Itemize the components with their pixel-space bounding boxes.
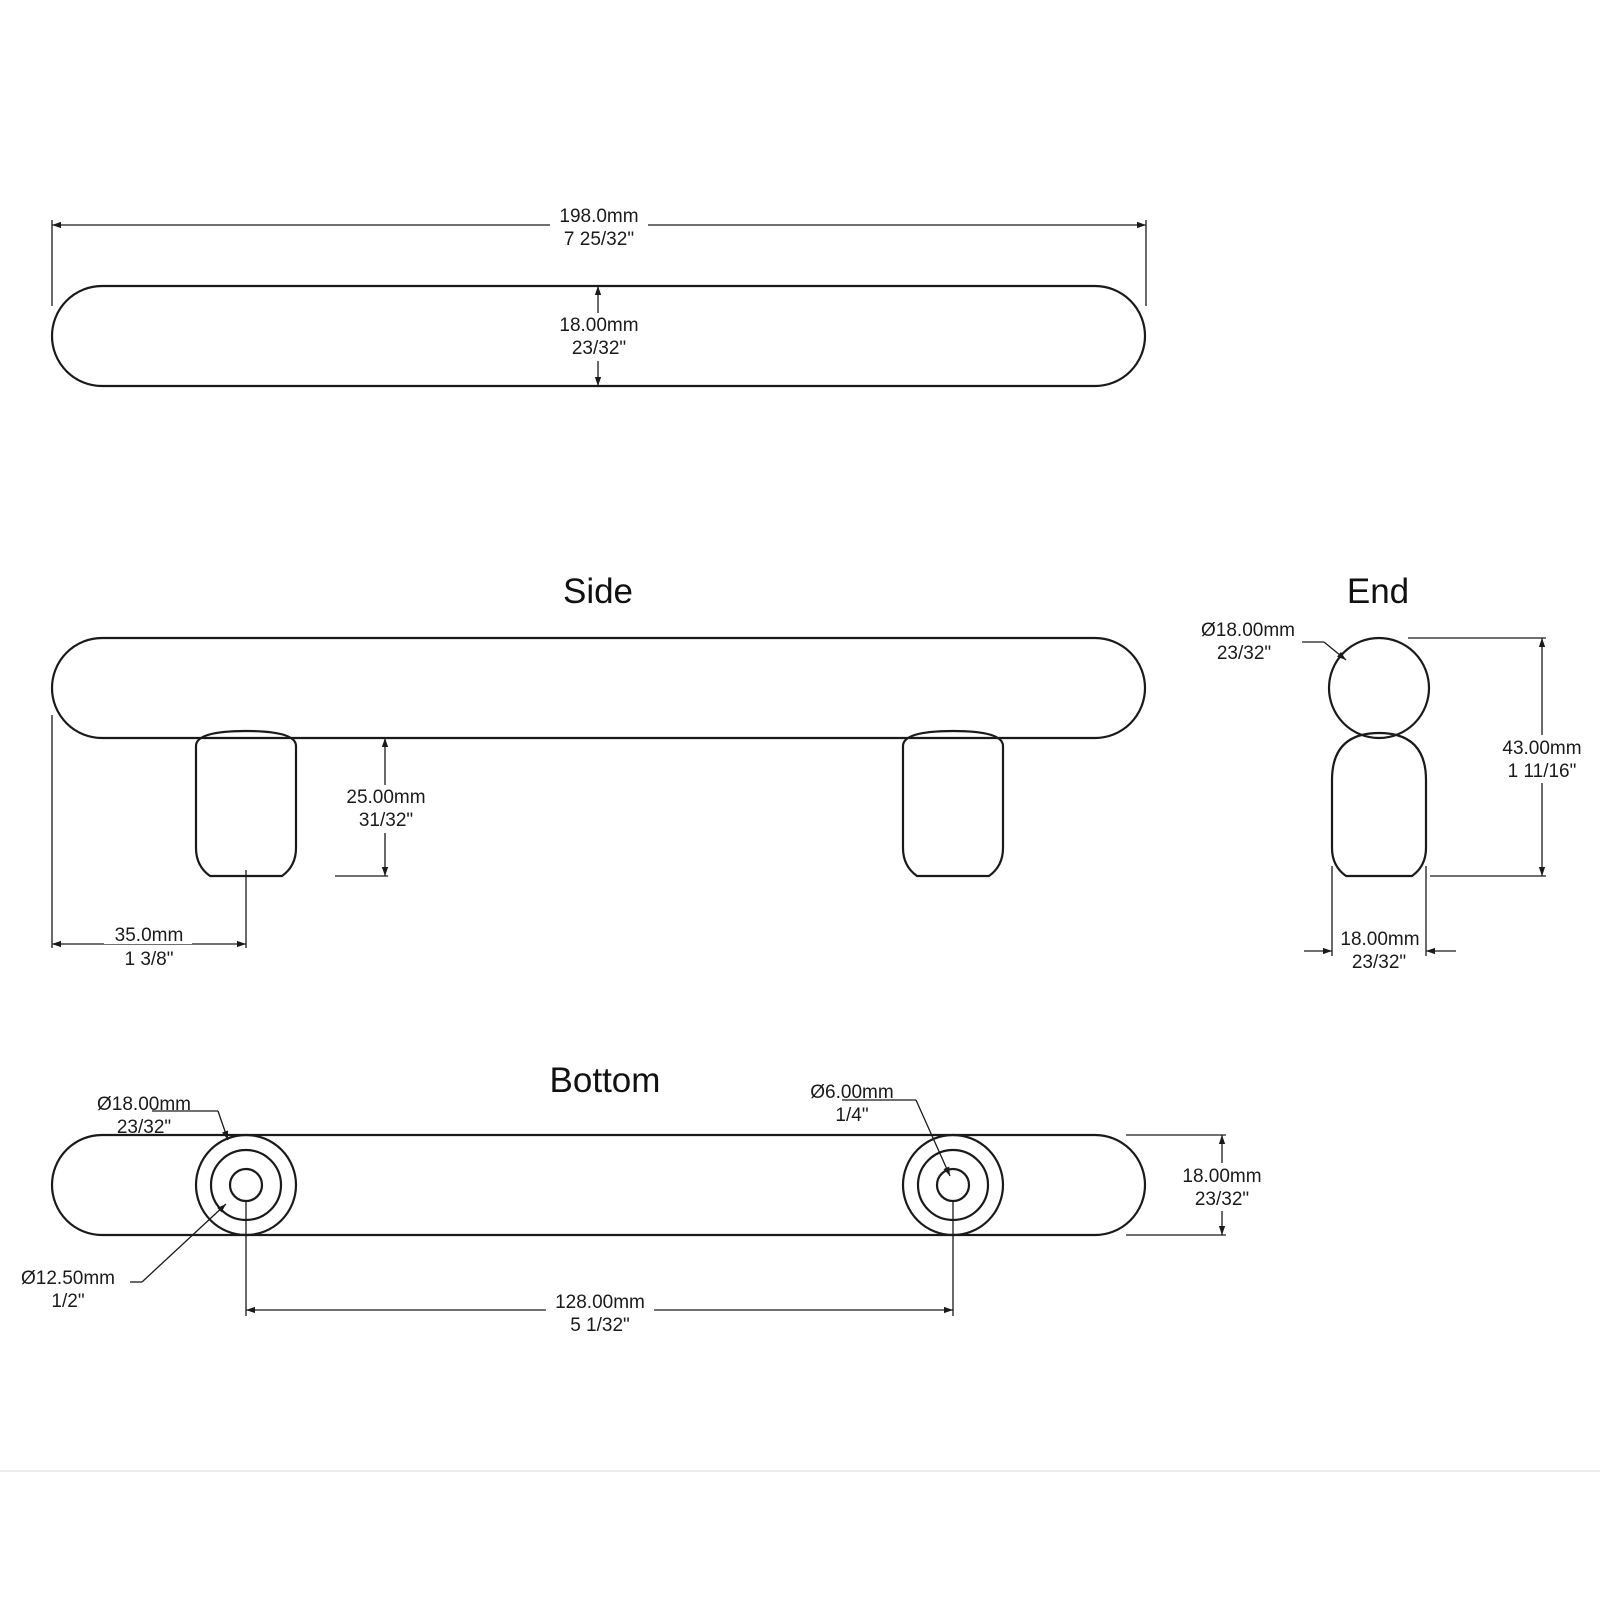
hole-spacing-inch-label: 5 1/32" [570, 1315, 630, 1336]
ring-diameter-leader-slope [141, 1203, 227, 1283]
top-view: 198.0mm 7 25/32" 18.00mm 23/32" [50, 203, 1147, 388]
post-diameter-leader-slope [217, 1110, 229, 1141]
bar-height-inch-label: 23/32" [572, 338, 626, 359]
end-view-bar-circle [1327, 636, 1431, 740]
bottom-height-label-bg [1172, 1163, 1272, 1211]
ring-diameter-inch-label: 1/2" [51, 1291, 84, 1312]
end-diameter-inch-label: 23/32" [1217, 643, 1271, 664]
post-height-inch-label: 31/32" [359, 810, 413, 831]
end-width-inch-label: 23/32" [1352, 952, 1406, 973]
side-view-title: Side [563, 572, 633, 611]
overall-length-mm-label: 198.0mm [559, 206, 638, 227]
post-diameter-inch-label: 23/32" [117, 1117, 171, 1138]
bottom-height-mm-label: 18.00mm [1182, 1166, 1261, 1187]
end-view-post-outline [1330, 731, 1428, 878]
end-height-label-bg [1494, 735, 1592, 783]
overall-length-label-bg [550, 203, 648, 251]
hole-spacing-label-bg [546, 1290, 654, 1338]
post-offset-inch-label: 1 3/8" [124, 949, 173, 970]
end-diameter-mm-label: Ø18.00mm [1201, 620, 1295, 641]
bottom-post-hole-right [935, 1167, 971, 1203]
side-view-bar-outline [50, 636, 1147, 740]
hole-diameter-leader-slope [915, 1099, 951, 1177]
ring-diameter-mm-label: Ø12.50mm [21, 1268, 115, 1289]
hole-diameter-mm-label: Ø6.00mm [810, 1082, 893, 1103]
post-height-label-bg [335, 785, 435, 833]
bar-height-label-bg [550, 313, 648, 361]
side-view-post-left [194, 729, 298, 878]
side-view: Side 25.00mm 31/32" 35.0mm 1 3/8" [50, 572, 1147, 970]
end-view: End Ø18.00mm 23/32" 43.00mm 1 11/16" 18.… [1201, 572, 1592, 973]
bottom-view-title: Bottom [550, 1061, 661, 1100]
post-height-mm-label: 25.00mm [346, 787, 425, 808]
post-offset-mm-label: 35.0mm [115, 925, 184, 946]
side-view-post-right [901, 729, 1005, 878]
overall-length-inch-label: 7 25/32" [564, 229, 634, 250]
bar-height-mm-label: 18.00mm [559, 315, 638, 336]
end-height-inch-label: 1 11/16" [1508, 761, 1577, 782]
end-diameter-leader-slope [1323, 641, 1347, 661]
bottom-post-hole-left [228, 1167, 264, 1203]
hole-diameter-inch-label: 1/4" [835, 1105, 868, 1126]
bottom-view: Bottom Ø18.00mm 23/32" Ø6.00mm 1/4" Ø12.… [21, 1061, 1272, 1338]
bottom-view-bar-outline [50, 1133, 1147, 1237]
hole-spacing-mm-label: 128.00mm [555, 1292, 645, 1313]
end-view-title: End [1347, 572, 1409, 611]
bottom-height-inch-label: 23/32" [1195, 1189, 1249, 1210]
end-width-mm-label: 18.00mm [1340, 929, 1419, 950]
post-offset-label-bg [104, 924, 192, 944]
end-height-mm-label: 43.00mm [1502, 738, 1581, 759]
post-diameter-mm-label: Ø18.00mm [97, 1094, 191, 1115]
